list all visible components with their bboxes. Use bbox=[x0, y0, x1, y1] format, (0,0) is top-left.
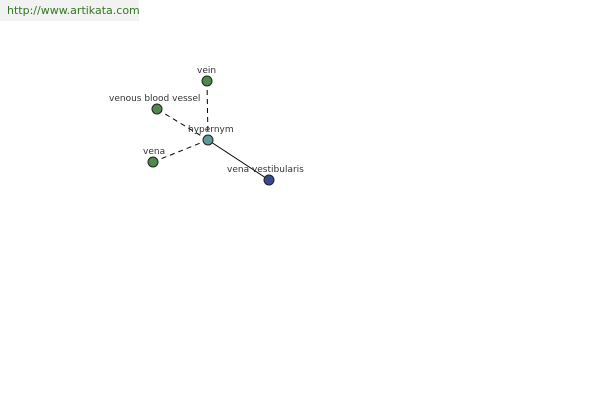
node-vein[interactable] bbox=[201, 75, 213, 87]
edge-hypernym-to-vena bbox=[152, 139, 209, 163]
site-url-banner[interactable]: http://www.artikata.com bbox=[0, 0, 140, 21]
edge-hypernym-to-vein bbox=[206, 80, 209, 141]
node-label-vena-vestibularis: vena vestibularis bbox=[227, 165, 304, 175]
edge-hypernym-to-venous-blood-vessel bbox=[156, 108, 209, 141]
node-venous-blood-vessel[interactable] bbox=[151, 103, 163, 115]
edge-hypernym-to-vena-vestibularis bbox=[207, 139, 270, 181]
node-label-vena: vena bbox=[143, 147, 165, 157]
edges-layer bbox=[152, 80, 270, 181]
node-label-hypernym: hypernym bbox=[188, 125, 234, 135]
node-label-vein: vein bbox=[197, 66, 216, 76]
node-vena-vestibularis[interactable] bbox=[263, 174, 275, 186]
node-hypernym[interactable] bbox=[202, 134, 214, 146]
node-vena[interactable] bbox=[147, 156, 159, 168]
nodes-layer bbox=[147, 75, 275, 186]
labels-layer: vein venous blood vessel hypernym vena vena … bbox=[109, 66, 304, 175]
node-label-venous-blood-vessel: venous blood vessel bbox=[109, 94, 200, 104]
